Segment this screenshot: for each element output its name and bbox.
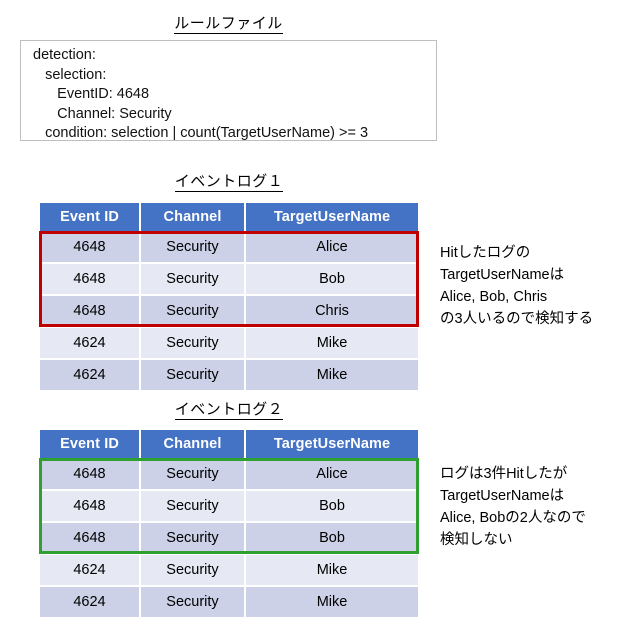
cell-channel: Security [140,586,246,617]
cell-channel: Security [140,295,246,328]
cell-event-id: 4648 [40,263,141,296]
event-log-2-title: イベントログ２ [40,400,418,420]
table-row: 4648 Security Bob [40,490,418,523]
rule-line-detection: detection: [33,47,96,63]
table-row: 4624 Security Mike [40,586,418,617]
table-row: 4648 Security Chris [40,295,418,328]
table-header-row: Event ID Channel TargetUserName [40,203,418,232]
table-row: 4624 Security Mike [40,327,418,360]
cell-channel: Security [140,554,246,587]
rule-file-box: detection: selection: EventID: 4648 Chan… [20,40,437,141]
cell-channel: Security [140,458,246,491]
cell-user: Bob [245,263,418,296]
event-log-1-annotation: Hitしたログの TargetUserNameは Alice, Bob, Chr… [440,245,594,327]
cell-user: Mike [245,359,418,390]
cell-user: Bob [245,490,418,523]
cell-channel: Security [140,231,246,264]
event-log-2-table: Event ID Channel TargetUserName 4648 Sec… [40,430,418,617]
cell-event-id: 4648 [40,231,141,264]
cell-event-id: 4624 [40,327,141,360]
rule-file-title-text: ルールファイル [174,15,283,34]
event-log-1-table: Event ID Channel TargetUserName 4648 Sec… [40,203,418,390]
cell-event-id: 4648 [40,295,141,328]
event-log-2-annotation: ログは3件Hitしたが TargetUserNameは Alice, Bobの2… [440,466,586,548]
cell-channel: Security [140,263,246,296]
cell-channel: Security [140,359,246,390]
column-header-event-id: Event ID [40,203,141,232]
table-header-row: Event ID Channel TargetUserName [40,430,418,459]
cell-channel: Security [140,490,246,523]
cell-user: Alice [245,231,418,264]
table-row: 4624 Security Mike [40,554,418,587]
cell-user: Mike [245,554,418,587]
cell-user: Mike [245,327,418,360]
table-row: 4624 Security Mike [40,359,418,390]
column-header-event-id: Event ID [40,430,141,459]
cell-event-id: 4624 [40,554,141,587]
cell-event-id: 4648 [40,490,141,523]
event-log-1-title-text: イベントログ１ [174,173,284,192]
rule-file-title: ルールファイル [0,14,457,34]
table-row: 4648 Security Bob [40,263,418,296]
rule-line-channel: Channel: Security [33,105,172,122]
table-row: 4648 Security Alice [40,231,418,264]
cell-user: Bob [245,522,418,555]
column-header-channel: Channel [140,203,246,232]
cell-user: Alice [245,458,418,491]
table-row: 4648 Security Alice [40,458,418,491]
event-log-1-title: イベントログ１ [40,172,418,192]
cell-user: Chris [245,295,418,328]
table-row: 4648 Security Bob [40,522,418,555]
cell-event-id: 4648 [40,458,141,491]
cell-event-id: 4624 [40,586,141,617]
cell-event-id: 4648 [40,522,141,555]
event-log-2-title-text: イベントログ２ [174,401,284,420]
cell-event-id: 4624 [40,359,141,390]
column-header-channel: Channel [140,430,246,459]
cell-channel: Security [140,522,246,555]
cell-channel: Security [140,327,246,360]
column-header-targetusername: TargetUserName [245,203,418,232]
rule-line-selection: selection: [33,66,107,83]
rule-line-eventid: EventID: 4648 [33,86,150,103]
cell-user: Mike [245,586,418,617]
rule-file-content: detection: selection: EventID: 4648 Chan… [21,41,436,144]
rule-line-condition: condition: selection | count(TargetUserN… [33,125,369,142]
column-header-targetusername: TargetUserName [245,430,418,459]
